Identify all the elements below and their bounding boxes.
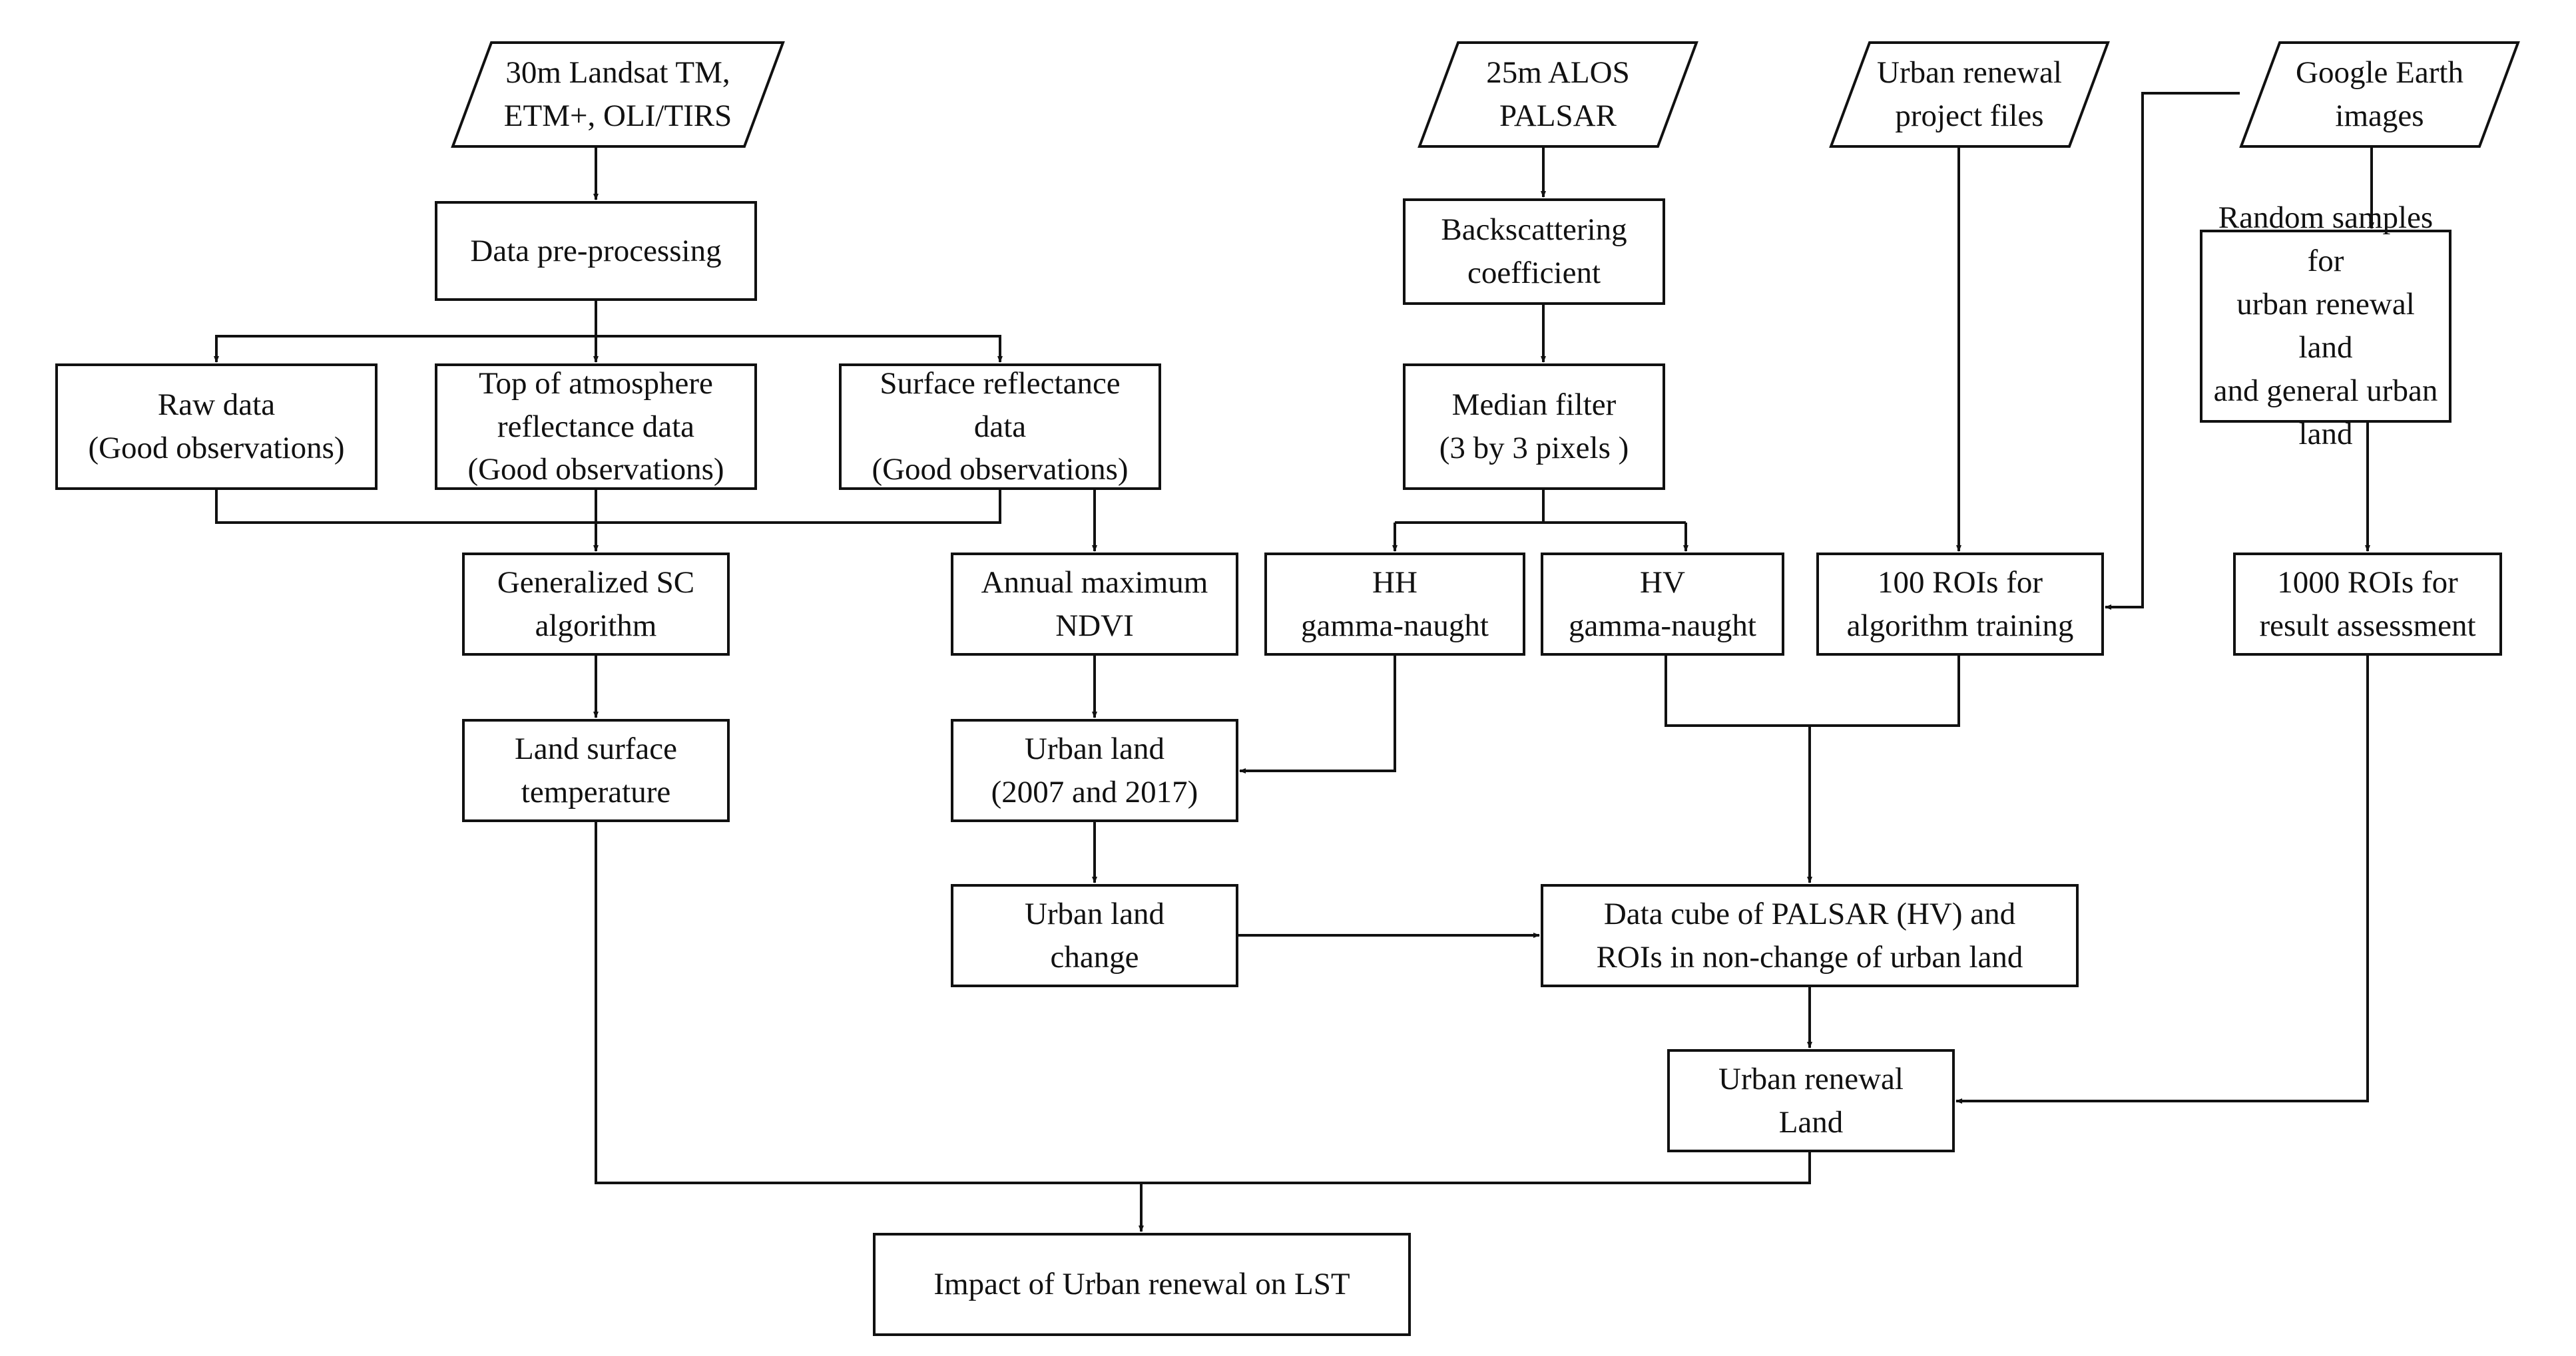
box-hv-gamma-naught: HV gamma-naught (1541, 553, 1784, 656)
edge-google-to-rois-training (2105, 92, 2240, 610)
edge-merge-bracket (215, 490, 1001, 524)
box-surface-reflectance: Surface reflectance data (Good observati… (839, 363, 1161, 490)
input-alos-palsar: 25m ALOS PALSAR (1417, 41, 1698, 148)
edge-assessment-to-renewal (1955, 656, 2369, 1104)
parallelogram-shape (451, 41, 785, 148)
box-data-cube: Data cube of PALSAR (HV) and ROIs in non… (1541, 884, 2079, 987)
box-impact-on-lst: Impact of Urban renewal on LST (873, 1233, 1411, 1336)
input-landsat: 30m Landsat TM, ETM+, OLI/TIRS (451, 41, 785, 148)
parallelogram-shape (2239, 41, 2520, 148)
box-data-preprocessing: Data pre-processing (435, 201, 757, 301)
parallelogram-shape (1829, 41, 2110, 148)
edge-hh-to-urban-land (1239, 656, 1396, 774)
box-urban-land-change: Urban land change (951, 884, 1238, 987)
input-urban-renewal-files-label: Urban renewal project files (1877, 55, 2062, 133)
box-median-filter: Median filter (3 by 3 pixels ) (1403, 363, 1665, 490)
edge-preprocessing-to-surface (596, 335, 1003, 363)
box-rois-assessment: 1000 ROIs for result assessment (2233, 553, 2502, 656)
box-backscattering-coefficient: Backscattering coefficient (1403, 198, 1665, 305)
box-random-samples: Random samples for urban renewal land an… (2200, 200, 2451, 451)
edge-hv-rois-bracket (1665, 656, 1960, 727)
box-urban-land: Urban land (2007 and 2017) (951, 719, 1238, 822)
box-generalized-sc: Generalized SC algorithm (462, 553, 730, 656)
box-rois-training: 100 ROIs for algorithm training (1816, 553, 2104, 656)
input-google-earth: Google Earth images (2239, 41, 2520, 148)
box-urban-renewal-land: Urban renewal Land (1667, 1049, 1955, 1152)
box-land-surface-temperature: Land surface temperature (462, 719, 730, 822)
input-alos-palsar-label: 25m ALOS PALSAR (1486, 55, 1630, 133)
box-raw-data: Raw data (Good observations) (55, 363, 378, 490)
box-hh-gamma-naught: HH gamma-naught (1264, 553, 1525, 656)
edge-final-bracket (595, 822, 1811, 1184)
edge-preprocessing-to-raw (214, 301, 597, 363)
parallelogram-shape (1417, 41, 1698, 148)
input-google-earth-label: Google Earth images (2296, 55, 2463, 133)
box-annual-maximum-ndvi: Annual maximum NDVI (951, 553, 1238, 656)
input-landsat-label: 30m Landsat TM, ETM+, OLI/TIRS (503, 55, 732, 133)
box-toa-reflectance: Top of atmosphere reflectance data (Good… (435, 363, 757, 490)
input-urban-renewal-files: Urban renewal project files (1829, 41, 2110, 148)
